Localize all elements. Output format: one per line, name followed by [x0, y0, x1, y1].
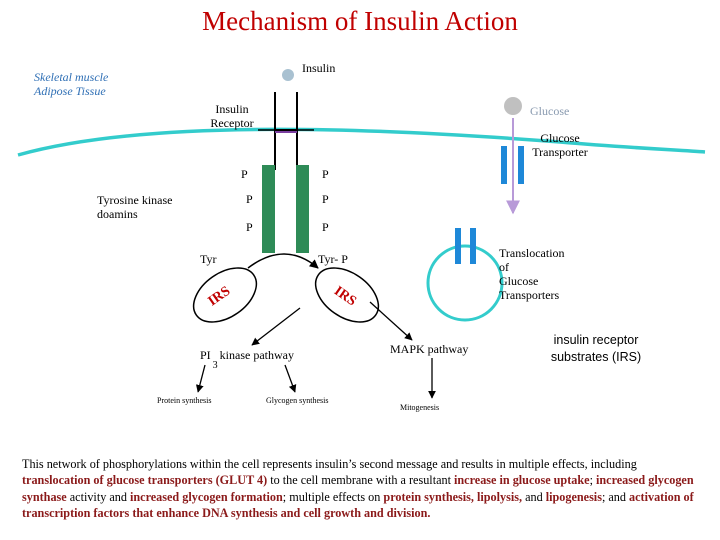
- tyr-label: Tyr: [200, 252, 217, 266]
- arrow-to-protein-synthesis: [195, 364, 206, 393]
- caption-text-4: activity and: [66, 489, 130, 504]
- glucose-molecule: [504, 97, 522, 115]
- glycogen-synthesis-label: Glycogen synthesis: [266, 396, 329, 405]
- phosphate-left-3: P: [246, 220, 253, 234]
- transporter-vesicle: [426, 244, 504, 322]
- caption-highlight-4: increased glycogen formation: [130, 489, 283, 504]
- irs-oval-left: [192, 267, 258, 323]
- phosphate-left-1: P: [241, 167, 248, 181]
- pi3k-prefix: PI: [200, 348, 211, 362]
- caption-text-2: to the cell membrane with a resultant: [267, 473, 455, 488]
- irs-definition-line-1: insulin receptor: [553, 333, 639, 347]
- translocation-label: Translocation of Glucose Transporters: [499, 246, 565, 302]
- arrow-to-glycogen-synthesis: [284, 364, 297, 393]
- caption-text-3: ;: [589, 473, 596, 488]
- glucose-transporter-label: Glucose Transporter: [524, 131, 596, 159]
- arrow-to-pi3k: [251, 307, 301, 346]
- caption-highlight-3: increased glycogen synthase: [22, 473, 694, 504]
- caption-text-1: This network of phosphorylations within …: [22, 457, 637, 471]
- insulin-receptor-label: Insulin Receptor: [200, 102, 264, 130]
- tissue-line-2: Adipose Tissue: [34, 84, 106, 98]
- tyrosine-kinase-line-2: doamins: [97, 207, 138, 221]
- caption-highlight-6: lipogenesis: [545, 489, 602, 504]
- glucose-transporter-line-1: Glucose: [540, 131, 580, 145]
- translocation-line-3: Glucose: [499, 274, 539, 288]
- insulin-label: Insulin: [302, 61, 336, 75]
- page-title: Mechanism of Insulin Action: [202, 6, 518, 36]
- phosphate-right-3: P: [322, 220, 329, 234]
- phosphorylation-arrow: [247, 253, 319, 269]
- insulin-molecule: [282, 69, 294, 81]
- glucose-transporter-line-2: Transporter: [532, 145, 588, 159]
- kinase-domain-right: [296, 165, 309, 253]
- irs-definition-label: insulin receptor substrates (IRS): [540, 332, 652, 366]
- tyrosine-kinase-label: Tyrosine kinase doamins: [97, 193, 172, 221]
- mitogenesis-label: Mitogenesis: [400, 403, 440, 412]
- pi3k-pathway-label: PI3kinase pathway: [200, 348, 294, 371]
- caption-text-7: ; and: [601, 489, 630, 504]
- phosphate-left-2: P: [246, 192, 253, 206]
- caption-text-6: and: [522, 489, 546, 504]
- glucose-label: Glucose: [530, 104, 570, 118]
- irs-definition-line-2: substrates (IRS): [550, 350, 642, 364]
- vesicle-transporter-left: [455, 228, 461, 264]
- cell-membrane: [17, 127, 706, 157]
- caption-paragraph: This network of phosphorylations within …: [22, 456, 706, 521]
- caption-highlight-5: protein synthesis, lipolysis,: [383, 489, 523, 504]
- caption-text-5: ; multiple effects on: [282, 489, 384, 504]
- caption-highlight-7: activation of transcription factors that…: [22, 489, 694, 520]
- protein-synthesis-label: Protein synthesis: [157, 396, 212, 405]
- tissue-label: Skeletal muscle Adipose Tissue: [34, 70, 144, 98]
- glucose-transporter-left: [501, 146, 507, 184]
- irs-oval-right: [314, 267, 380, 323]
- phosphate-right-1: P: [322, 167, 329, 181]
- arrow-to-mapk: [369, 301, 413, 341]
- caption-highlight-2: increase in glucose uptake: [454, 473, 590, 488]
- mapk-pathway-label: MAPK pathway: [390, 342, 469, 356]
- tissue-line-1: Skeletal muscle: [34, 70, 109, 84]
- translocation-line-1: Translocation: [499, 246, 565, 260]
- glucose-transporter-right: [518, 146, 524, 184]
- insulin-receptor-line-2: Receptor: [210, 116, 254, 130]
- caption-highlight-1: translocation of glucose transporters (G…: [22, 473, 268, 488]
- vesicle-transporter-right: [470, 228, 476, 264]
- translocation-line-4: Transporters: [499, 288, 560, 302]
- pi3k-suffix: kinase pathway: [219, 348, 294, 362]
- pi3k-subscript: 3: [212, 360, 218, 371]
- insulin-receptor-line-1: Insulin: [215, 102, 249, 116]
- tyr-p-label: Tyr- P: [318, 252, 348, 266]
- tyrosine-kinase-line-1: Tyrosine kinase: [97, 193, 173, 207]
- phosphate-right-2: P: [322, 192, 329, 206]
- translocation-line-2: of: [499, 260, 509, 274]
- kinase-domain-left: [262, 165, 275, 253]
